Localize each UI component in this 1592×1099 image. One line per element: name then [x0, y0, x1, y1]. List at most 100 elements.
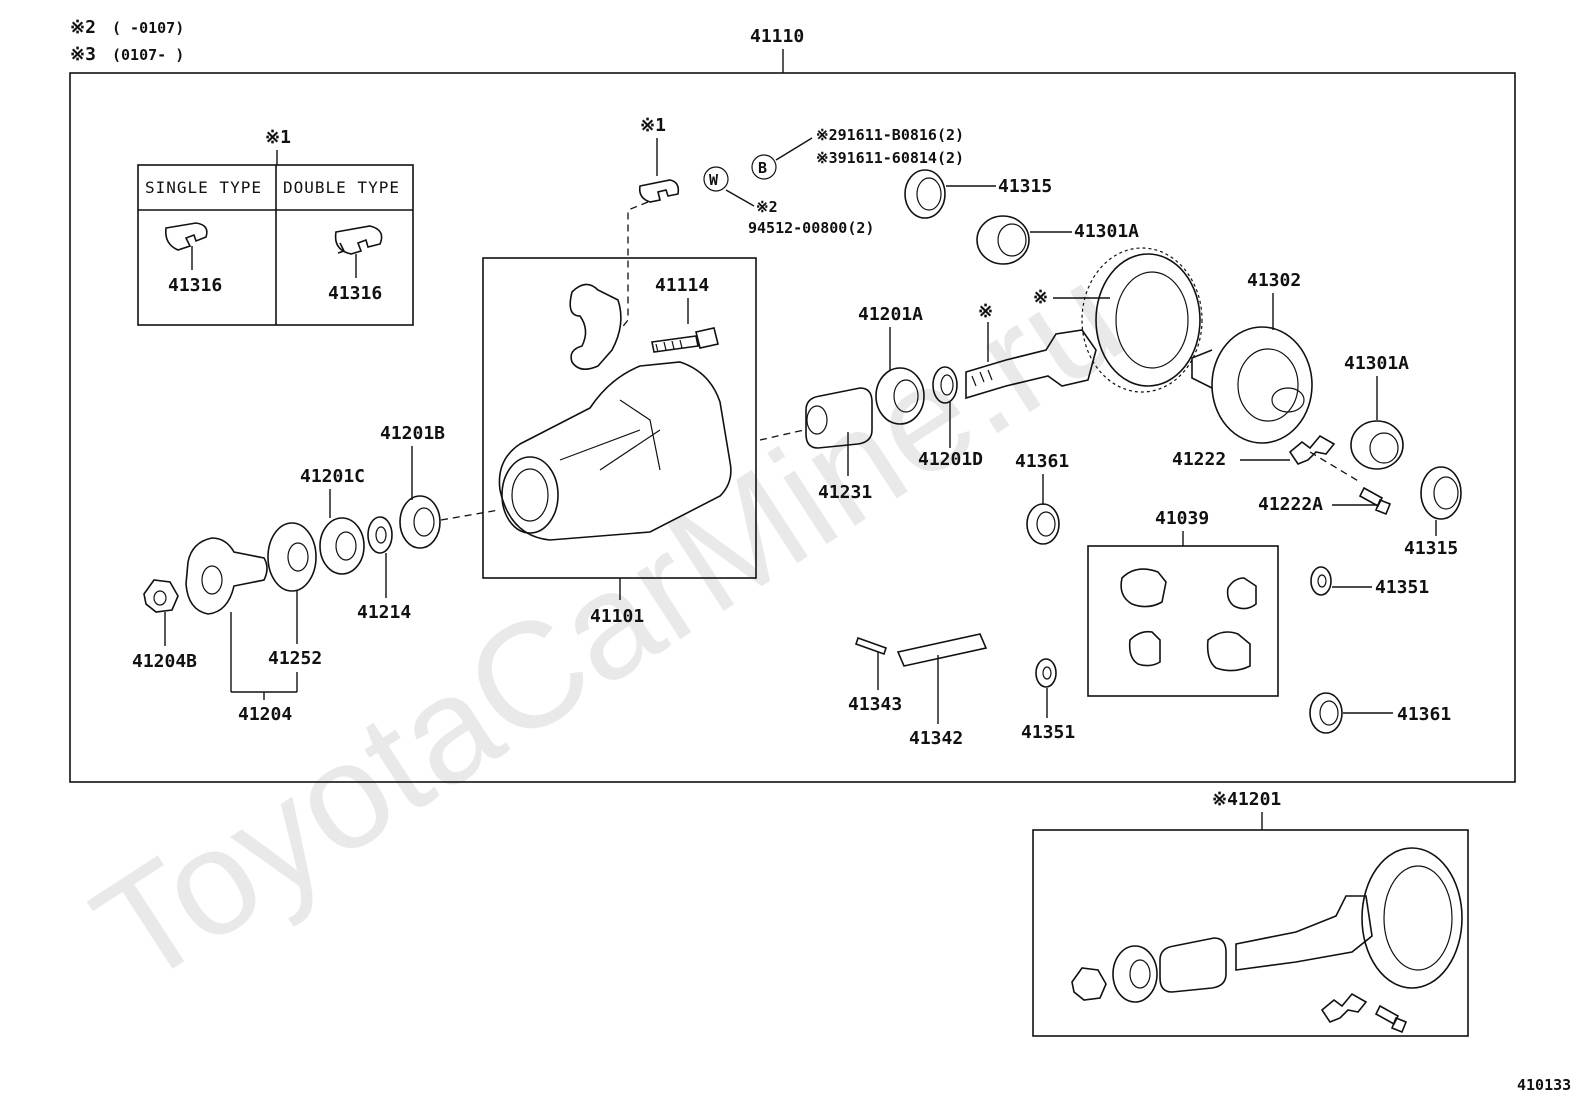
seal-41201c[interactable]	[319, 517, 365, 575]
ring-gear-inner	[1115, 271, 1189, 369]
label-41204b[interactable]: 41204B	[132, 651, 197, 672]
nut-41204b[interactable]	[143, 579, 179, 613]
washer-41201d[interactable]	[932, 366, 958, 404]
side-washer-41361-right[interactable]	[1309, 692, 1343, 734]
clip-41316[interactable]	[638, 179, 680, 203]
housing-front-bore	[501, 456, 559, 534]
label-41222[interactable]: 41222	[1172, 449, 1226, 470]
thrust-washer-41351-bottom[interactable]	[1035, 658, 1057, 688]
seal-41201c-inner	[335, 531, 357, 561]
diff-case-41302[interactable]	[1211, 326, 1313, 444]
kit-pinion[interactable]	[1235, 895, 1373, 971]
housing-ribs	[559, 399, 661, 471]
bolt-b-symbol	[751, 154, 777, 180]
side-gear-b[interactable]	[1128, 630, 1161, 667]
label-41351-bottom[interactable]: 41351	[1021, 722, 1075, 743]
kit-bearing[interactable]	[1112, 945, 1158, 1003]
assembly-label[interactable]: 41110	[750, 26, 804, 47]
label-41214[interactable]: 41214	[357, 602, 411, 623]
kit-bolt[interactable]	[1374, 1004, 1408, 1034]
label-41301a-right[interactable]: 41301A	[1344, 353, 1409, 374]
bolt-b-line2[interactable]: ※391611-60814(2)	[816, 149, 964, 167]
label-41252[interactable]: 41252	[268, 648, 322, 669]
label-41039[interactable]: 41039	[1155, 508, 1209, 529]
note-3-symbol: ※3	[70, 44, 96, 65]
side-gear-a[interactable]	[1120, 568, 1167, 608]
ring-gear-teeth	[1081, 247, 1203, 393]
deflector-41252-inner	[287, 542, 309, 572]
lock-plate-41222[interactable]	[1288, 434, 1336, 465]
symbol-w: W	[709, 171, 719, 189]
kit-nut[interactable]	[1071, 967, 1107, 1001]
kit-lock-plate[interactable]	[1320, 992, 1368, 1023]
kit-label[interactable]: ※41201	[1212, 789, 1281, 810]
carrier-housing-41101[interactable]	[498, 361, 732, 541]
gear-kit-box	[1087, 545, 1279, 697]
diff-case-boss	[1271, 387, 1305, 413]
note-2-range: ( -0107)	[112, 19, 184, 37]
inset-col1-header: SINGLE TYPE	[145, 178, 262, 197]
bearing-cap[interactable]	[569, 283, 622, 370]
label-41222a[interactable]: 41222A	[1258, 494, 1323, 515]
bearing-41301a-top-inner	[997, 223, 1027, 257]
diagram-code: 410133	[1517, 1076, 1571, 1094]
bolt-b-line1[interactable]: ※291611-B0816(2)	[816, 126, 964, 144]
label-41201d[interactable]: 41201D	[918, 449, 983, 470]
label-41231[interactable]: 41231	[818, 482, 872, 503]
kit-bearing-inner	[1129, 959, 1151, 989]
inset-col2-part[interactable]: 41316	[328, 283, 382, 304]
label-41361-right[interactable]: 41361	[1397, 704, 1451, 725]
bolt-41114[interactable]	[651, 327, 719, 353]
label-41342[interactable]: 41342	[909, 728, 963, 749]
deflector-41252[interactable]	[267, 522, 317, 592]
bolt-41222a[interactable]	[1358, 486, 1392, 516]
double-clip-icon[interactable]	[334, 225, 383, 255]
kit-41201-box	[1032, 829, 1469, 1037]
label-41301a-top[interactable]: 41301A	[1074, 221, 1139, 242]
kit-ring-gear[interactable]	[1361, 847, 1463, 989]
kit-spacer[interactable]	[1159, 937, 1227, 993]
label-41302[interactable]: 41302	[1247, 270, 1301, 291]
bearing-41301a-right[interactable]	[1350, 420, 1404, 470]
pinion-shaft-41342[interactable]	[896, 633, 988, 667]
label-41201c[interactable]: 41201C	[300, 466, 365, 487]
thrust-washer-41351-right[interactable]	[1310, 566, 1332, 596]
pinion-gear-b[interactable]	[1206, 631, 1251, 672]
spacer-41231[interactable]	[805, 387, 873, 449]
inset-col2-header: DOUBLE TYPE	[283, 178, 400, 197]
ring-gear[interactable]	[1095, 253, 1201, 387]
pinion-gear-a[interactable]	[1226, 577, 1257, 610]
single-clip-icon[interactable]	[164, 222, 208, 251]
label-41343[interactable]: 41343	[848, 694, 902, 715]
label-41201a[interactable]: 41201A	[858, 304, 923, 325]
label-41315-right[interactable]: 41315	[1404, 538, 1458, 559]
washer-41214[interactable]	[367, 516, 393, 554]
label-41204[interactable]: 41204	[238, 704, 292, 725]
label-41351-right[interactable]: 41351	[1375, 577, 1429, 598]
ring-gear-note: ※	[1033, 287, 1048, 308]
label-41201b[interactable]: 41201B	[380, 423, 445, 444]
washer-w-note[interactable]: ※2	[756, 198, 778, 216]
side-washer-41361-right-inner	[1319, 700, 1339, 726]
label-41361-top[interactable]: 41361	[1015, 451, 1069, 472]
inset-col1-part[interactable]: 41316	[168, 275, 222, 296]
washer-w-leader	[725, 189, 755, 207]
bearing-41301a-top[interactable]	[976, 215, 1030, 265]
oil-seal-41315-right[interactable]	[1420, 466, 1462, 520]
label-41114[interactable]: 41114	[655, 275, 709, 296]
companion-flange-41204[interactable]	[185, 537, 268, 615]
bearing-41201a[interactable]	[875, 367, 925, 425]
clip-assembly-path	[619, 201, 649, 331]
washer-w-part[interactable]: 94512-00800(2)	[748, 219, 874, 237]
label-41101[interactable]: 41101	[590, 606, 644, 627]
oil-seal-41315-top-inner	[916, 177, 942, 211]
label-41315-top[interactable]: 41315	[998, 176, 1052, 197]
bearing-41201b[interactable]	[399, 495, 441, 549]
side-washer-41361-top[interactable]	[1026, 503, 1060, 545]
oil-seal-41315-top[interactable]	[904, 169, 946, 219]
pin-41343[interactable]	[854, 636, 888, 656]
lock-plate-path	[1309, 451, 1361, 483]
drive-pinion[interactable]	[965, 329, 1097, 400]
bearing-41201a-inner	[893, 379, 919, 413]
